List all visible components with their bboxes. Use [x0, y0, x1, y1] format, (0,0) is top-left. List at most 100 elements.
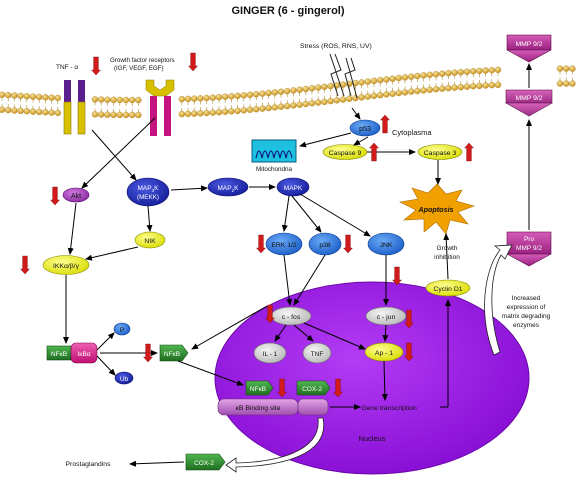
mmp-membrane-box — [504, 89, 554, 117]
ubiquitin-label: Ub — [120, 376, 129, 383]
lipid-head — [228, 108, 235, 115]
regulation-arrows — [20, 52, 474, 398]
p38-label: p38 — [319, 242, 331, 249]
lipid-head — [333, 97, 340, 104]
pro-mmp-box — [506, 231, 552, 267]
lipid-head — [327, 97, 334, 105]
ikk-down-arrow — [20, 255, 30, 275]
tnf-node — [302, 342, 332, 364]
lipid-head — [122, 96, 130, 104]
nfkb-left-label: NFκB — [51, 351, 67, 358]
jnk-down-arrow — [392, 266, 402, 286]
lipid-head — [129, 111, 136, 119]
lipid-head — [240, 92, 247, 99]
lipid-head — [215, 109, 223, 116]
lipid-head — [346, 95, 353, 102]
lipid-head — [104, 111, 111, 118]
map2k-subscript: 2 — [232, 188, 235, 193]
lipid-head — [395, 74, 402, 82]
lipid-head — [259, 90, 266, 97]
lipid-head — [265, 104, 272, 112]
lipid-head — [122, 111, 130, 119]
lipid-head — [420, 72, 427, 79]
cox2-down-arrow — [333, 378, 343, 398]
ubiquitin-node — [114, 371, 134, 385]
lipid-head — [383, 76, 390, 83]
increased-expression-label: Increased — [512, 295, 541, 302]
lipid-head — [253, 91, 260, 98]
lipid-head — [315, 84, 322, 91]
lipid-head — [191, 95, 198, 102]
lipid-head — [178, 96, 185, 103]
lipid-head — [414, 87, 421, 95]
caspase9-up-arrow — [369, 142, 379, 162]
apoptosis-burst — [399, 183, 475, 235]
lipid-head — [54, 109, 61, 117]
p53-up-arrow — [380, 114, 390, 134]
mmp-top-box — [506, 34, 552, 63]
lipid-head — [0, 91, 6, 98]
growth-inhibition-label: Growth — [437, 245, 458, 252]
lipid-head — [203, 109, 210, 117]
lipid-head — [48, 94, 55, 101]
lipid-head — [569, 80, 576, 87]
lipid-head — [271, 104, 278, 111]
lipid-head — [91, 111, 99, 118]
growth-factor-down-arrow — [188, 52, 198, 72]
lipid-head — [463, 83, 471, 90]
mitochondria-icon — [251, 139, 297, 163]
ap1-label: Ap - 1 — [375, 350, 393, 357]
map2k-text-b: K — [234, 185, 239, 192]
cox2-out-box — [185, 453, 226, 471]
caspase3-node — [417, 144, 463, 160]
phospho-label: P — [120, 327, 124, 334]
map2k-text: MAP — [218, 185, 232, 192]
lipid-head — [234, 92, 241, 99]
lipid-head — [253, 106, 260, 113]
il1-label: IL - 1 — [263, 351, 278, 358]
tnf-label: TNF - α — [56, 64, 78, 71]
lipid-head — [290, 102, 297, 109]
map3k-mekk-label: (MEKK) — [137, 194, 159, 201]
gene-transcription-label: Gene transcription — [361, 405, 417, 412]
p53-label: p53 — [359, 126, 371, 133]
mmp-membrane-label: MMP 9/2 — [515, 95, 542, 102]
lipid-head — [358, 94, 365, 101]
lipid-head — [321, 83, 328, 90]
lipid-head — [116, 96, 123, 104]
lipid-head — [463, 68, 471, 75]
lipid-head — [240, 107, 247, 114]
mitochondria-label: Mitochondria — [256, 166, 293, 173]
lipid-head — [308, 85, 316, 92]
lipid-head — [277, 103, 285, 110]
nfkb-free-label: NFκB — [164, 351, 180, 358]
lipid-head — [556, 65, 564, 72]
lipid-head — [457, 84, 464, 91]
lipid-head — [432, 71, 440, 78]
akt-label: Akt — [71, 193, 81, 200]
lipid-head — [414, 72, 421, 80]
lipid-head — [17, 92, 24, 100]
lipid-head — [321, 98, 328, 105]
lipid-head — [197, 95, 204, 102]
lipid-head — [563, 80, 570, 87]
lipid-head — [246, 106, 254, 113]
lipid-head — [17, 107, 24, 115]
lipid-head — [184, 110, 192, 118]
caspase3-label: Caspase 3 — [424, 150, 457, 157]
lipid-head — [476, 67, 483, 75]
lipid-head — [296, 101, 303, 108]
lipid-head — [197, 110, 204, 117]
increased-expression-label-3: matrix degrading — [502, 313, 551, 320]
lipid-head — [296, 86, 303, 93]
lipid-head — [135, 111, 142, 119]
lipid-head — [327, 82, 334, 90]
growth-factor-receptor — [145, 79, 175, 136]
cfos-down-arrow — [265, 304, 275, 324]
prostaglandins-label: Prostaglandins — [66, 461, 112, 468]
lipid-head — [302, 100, 309, 108]
lipid-head — [29, 93, 37, 100]
lipid-head — [383, 91, 390, 98]
lipid-head — [401, 89, 409, 96]
lipid-head — [29, 108, 37, 115]
